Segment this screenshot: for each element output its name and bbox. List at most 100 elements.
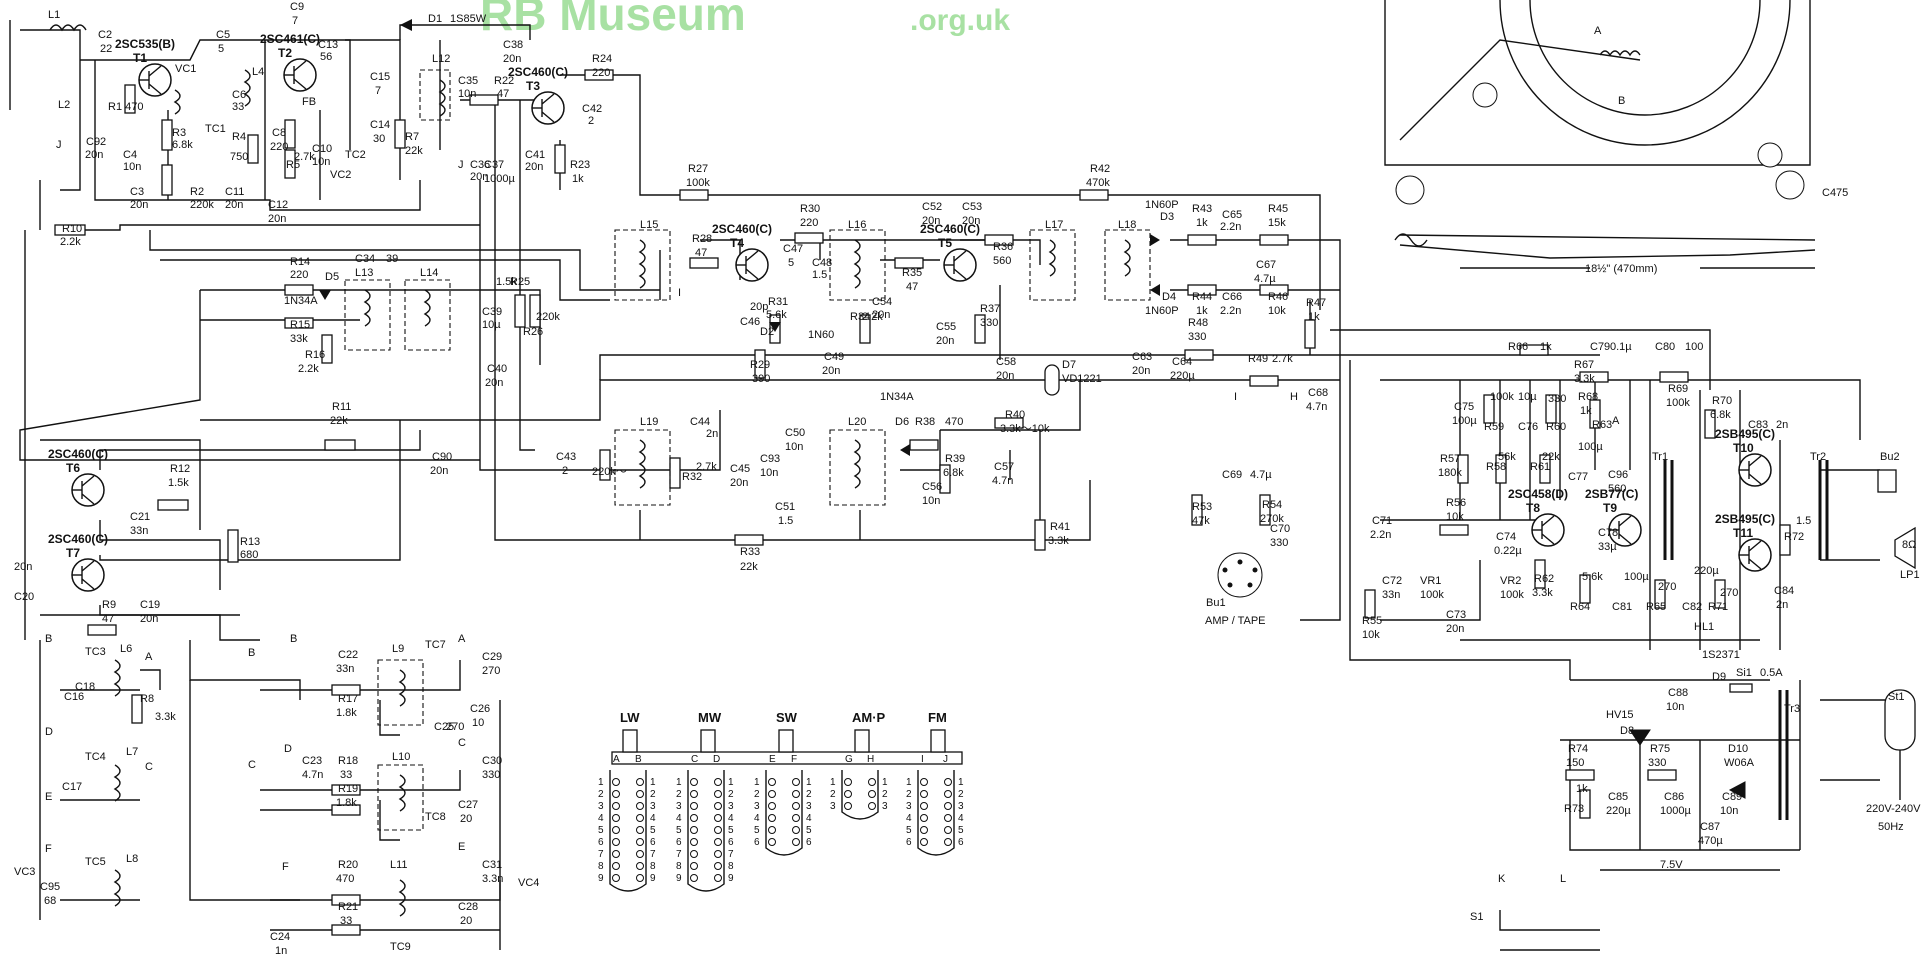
component-label: C65 — [1222, 209, 1242, 221]
switch-group-title: FM — [928, 710, 947, 725]
component-label: 2.2n — [1220, 221, 1241, 233]
component-label: W06A — [1724, 757, 1755, 769]
switch-contact-letter: D — [713, 754, 720, 765]
transformers — [1629, 460, 1916, 820]
component-label: C16 — [64, 691, 84, 703]
component-label: 20n — [140, 613, 158, 625]
component-label: R47 — [1306, 297, 1326, 309]
component-label: Bu1 — [1206, 597, 1226, 609]
component-label: 100k — [1420, 589, 1444, 601]
component-label: C36 — [470, 159, 490, 171]
component-label: C3 — [130, 186, 144, 198]
transistor-type: 2SB495(C) — [1715, 512, 1775, 526]
component-label: 33 — [232, 101, 244, 113]
component-label: 1S2371 — [1702, 649, 1740, 661]
component-label: 2.7k — [696, 461, 717, 473]
switch-position-number: 1 — [882, 777, 888, 788]
component-label: 220k — [536, 311, 560, 323]
switch-contact-letter: F — [791, 754, 797, 765]
component-label: R3 — [172, 127, 186, 139]
component-label: 220 — [592, 67, 610, 79]
component-label: 50Hz — [1878, 821, 1904, 833]
component-label: 220 — [290, 269, 308, 281]
component-label: 0.5A — [1760, 667, 1783, 679]
component-label: 20n — [225, 199, 243, 211]
component-label: R5 — [286, 159, 300, 171]
component-label: 330 — [1188, 331, 1206, 343]
component-label: 1k — [1540, 341, 1552, 353]
component-label: R26 — [523, 326, 543, 338]
component-label: L17 — [1045, 219, 1063, 231]
switch-position-number: 6 — [728, 837, 734, 848]
component-label: R73 — [1564, 803, 1584, 815]
switch-position-number: 9 — [728, 873, 734, 884]
component-label: 22k — [330, 415, 348, 427]
switch-position-number: 2 — [650, 789, 656, 800]
component-label: C10 — [312, 143, 332, 155]
component-label: R59 — [1484, 421, 1504, 433]
switch-position-number: 4 — [676, 813, 682, 824]
component-label: R69 — [1668, 383, 1688, 395]
component-label: C27 — [458, 799, 478, 811]
component-label: 8Ω — [1902, 539, 1916, 551]
switch-position-number: 6 — [754, 837, 760, 848]
component-label: C6 — [232, 89, 246, 101]
component-label: R42 — [1090, 163, 1110, 175]
component-label: R14 — [290, 256, 310, 268]
component-label: 220k～ — [592, 466, 627, 478]
switch-position-number: 7 — [598, 849, 604, 860]
transistor-id: T4 — [730, 236, 744, 250]
component-label: 20n — [1132, 365, 1150, 377]
component-label: L16 — [848, 219, 866, 231]
switch-position-number: 3 — [806, 801, 812, 812]
component-label: 2n — [1776, 599, 1788, 611]
component-label: R43 — [1192, 203, 1212, 215]
transistor-type: 2SC461(C) — [260, 32, 320, 46]
component-label: L19 — [640, 416, 658, 428]
component-label: FB — [302, 96, 316, 108]
switch-position-number: 7 — [676, 849, 682, 860]
transistor-layer: T12SC535(B)T22SC461(C)T32SC460(C)T42SC46… — [48, 32, 1775, 592]
component-label: HL1 — [1694, 621, 1714, 633]
switch-position-number: 1 — [830, 777, 836, 788]
switch-position-number: 2 — [882, 789, 888, 800]
component-label: 470 — [945, 416, 963, 428]
component-label: K — [1498, 873, 1506, 885]
node-letter: F — [282, 861, 289, 873]
component-label: 22k — [1542, 451, 1560, 463]
component-label: 680 — [240, 549, 258, 561]
watermark-suffix: .org.uk — [910, 4, 1010, 37]
component-label: C44 — [690, 416, 710, 428]
component-label: 100µ — [1624, 571, 1649, 583]
component-label: L10 — [392, 751, 410, 763]
component-label: R60 — [1546, 421, 1566, 433]
component-label: R61 — [1530, 461, 1550, 473]
switch-position-number: 2 — [830, 789, 836, 800]
component-label: C83 — [1748, 419, 1768, 431]
component-label: L — [1560, 873, 1566, 885]
component-label: 47 — [497, 88, 509, 100]
component-label: C12 — [268, 199, 288, 211]
component-label: 1k — [572, 173, 584, 185]
component-label: 33 — [340, 769, 352, 781]
component-label: 2.7k — [294, 151, 315, 163]
component-label: 4.7n — [1306, 401, 1327, 413]
component-label: C22 — [338, 649, 358, 661]
component-label: 20n — [962, 215, 980, 227]
component-label: R27 — [688, 163, 708, 175]
component-label: C17 — [62, 781, 82, 793]
transistor-id: T7 — [66, 546, 80, 560]
component-label: R45 — [1268, 203, 1288, 215]
component-label: R36 — [993, 241, 1013, 253]
transistor-type: 2SC460(C) — [712, 222, 772, 236]
component-label: 100 — [1685, 341, 1703, 353]
component-label: R21 — [338, 901, 358, 913]
component-label: TC1 — [205, 123, 226, 135]
component-label: 33n — [336, 663, 354, 675]
